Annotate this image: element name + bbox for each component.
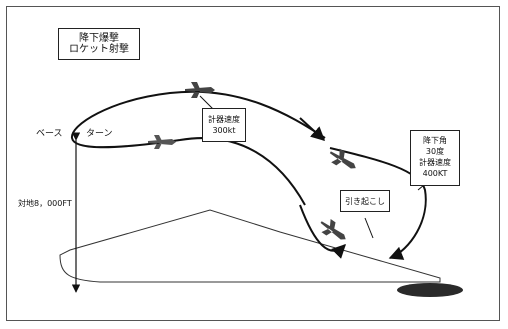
- aircraft-icon: [148, 135, 176, 149]
- flight-path-upper: [71, 90, 326, 206]
- title-line-2: ロケット射撃: [69, 44, 129, 55]
- pullup-callout-line-1: 引き起こし: [345, 197, 385, 206]
- speed-callout-line-1: 計器速度: [208, 115, 240, 124]
- target-icon: [397, 283, 463, 297]
- dive-callout-line-4: 400KT: [422, 169, 448, 178]
- base-label: ベース: [36, 129, 63, 139]
- speed-leader: [199, 95, 215, 111]
- pullup-callout: 引き起こし: [340, 190, 390, 212]
- aircraft-icon: [185, 82, 215, 98]
- pullup-leader: [364, 217, 374, 239]
- altitude-label: 対地8，000FT: [18, 199, 72, 208]
- speed-callout-line-2: 300kt: [212, 126, 236, 135]
- flight-path-pullup: [299, 204, 346, 259]
- turn-label: ターン: [84, 126, 115, 139]
- flight-path-dive: [329, 147, 427, 260]
- terrain-outline: [59, 209, 441, 283]
- flight-path-arrow-1: [299, 117, 326, 141]
- dive-callout-line-3: 計器速度: [419, 158, 451, 167]
- dive-callout: 降下角 30度 計器速度 400KT: [410, 130, 460, 186]
- diagram-frame: [6, 6, 500, 321]
- title-box: 降下爆撃 ロケット射撃: [58, 28, 140, 60]
- dive-callout-line-2: 30度: [425, 147, 445, 156]
- dive-callout-line-1: 降下角: [423, 136, 447, 145]
- aircraft-icon: [329, 148, 356, 169]
- aircraft-icon: [320, 218, 346, 240]
- speed-callout: 計器速度 300kt: [202, 108, 246, 142]
- title-line-1: 降下爆撃: [79, 33, 119, 44]
